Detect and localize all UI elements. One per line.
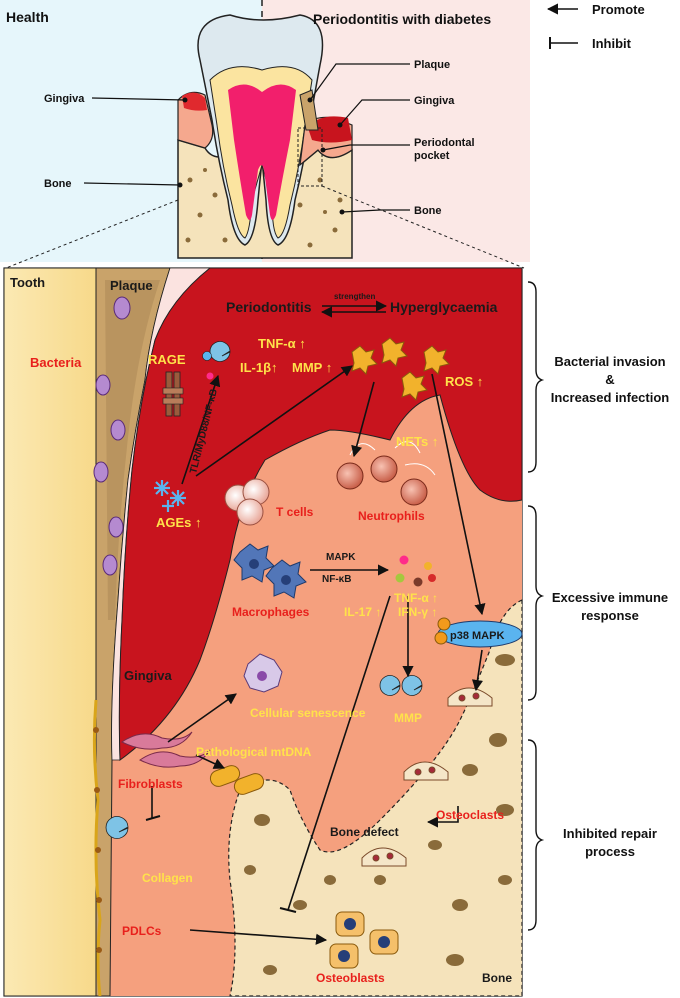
rage-label: RAGE bbox=[148, 352, 186, 367]
bacterium-icon bbox=[93, 461, 109, 483]
side-labels: Bacterial invasion & Increased infection… bbox=[551, 354, 670, 859]
side-s1-line3: Increased infection bbox=[551, 390, 670, 405]
top-plaque bbox=[299, 89, 319, 131]
rage-receptor-icon bbox=[162, 371, 184, 417]
osteoclasts-label: Osteoclasts bbox=[436, 808, 504, 822]
gingiva-left-label: Gingiva bbox=[44, 93, 85, 105]
periodontitis-label: Periodontitis bbox=[226, 299, 312, 315]
tooth-label: Tooth bbox=[10, 275, 45, 290]
top-pulp bbox=[228, 84, 296, 220]
fibroblasts-label: Fibroblasts bbox=[118, 777, 183, 791]
side-s2-line1: Excessive immune bbox=[552, 590, 668, 605]
bacterium-icon bbox=[108, 516, 124, 538]
periodontal-label-1: Periodontal bbox=[414, 137, 475, 149]
main-panel: Tooth Plaque Periodontitis strengthen Hy… bbox=[3, 267, 523, 997]
legend-inhibit: Inhibit bbox=[592, 36, 632, 51]
bacterium-icon bbox=[102, 554, 118, 576]
bone-trabeculae bbox=[244, 654, 515, 975]
hyperglycaemia-label: Hyperglycaemia bbox=[390, 299, 498, 315]
cytokine-dots bbox=[395, 555, 436, 587]
collagen-label: Collagen bbox=[142, 871, 193, 885]
gingiva-right-label: Gingiva bbox=[414, 95, 455, 107]
tcells-label: T cells bbox=[276, 505, 314, 519]
il1-label: IL-1β↑ bbox=[240, 360, 278, 375]
bacteria-icons bbox=[93, 296, 131, 576]
mmp-icon bbox=[379, 675, 423, 696]
bone-defect-label: Bone defect bbox=[330, 825, 399, 839]
neutrophils-label: Neutrophils bbox=[358, 509, 425, 523]
p38-mapk-icon bbox=[434, 617, 523, 648]
pdlcs-label: PDLCs bbox=[122, 924, 162, 938]
mapk-label: MAPK bbox=[326, 552, 356, 563]
tnf2-label: TNF-α ↑ bbox=[394, 591, 438, 605]
fibroblasts-icon bbox=[121, 731, 211, 768]
disease-label: Periodontitis with diabetes bbox=[313, 11, 491, 27]
collagen-icon bbox=[105, 816, 129, 839]
tnf-label: TNF-α ↑ bbox=[258, 336, 306, 351]
mmp-top-label: MMP ↑ bbox=[292, 360, 332, 375]
t-cells-icon bbox=[224, 478, 270, 526]
ages-icons bbox=[154, 480, 186, 512]
zoom-lines bbox=[5, 185, 525, 269]
legend-promote: Promote bbox=[592, 2, 645, 17]
arrows bbox=[145, 300, 486, 945]
ifn-label: IFN-γ ↑ bbox=[398, 605, 437, 619]
side-s3-line2: process bbox=[585, 844, 635, 859]
bacterium-icon bbox=[95, 374, 111, 396]
bacterium-icon bbox=[110, 419, 126, 441]
side-s1-line2: & bbox=[605, 372, 614, 387]
p38-label: p38 MAPK bbox=[450, 630, 504, 642]
ros-label: ROS ↑ bbox=[445, 374, 483, 389]
mmp2-label: MMP bbox=[394, 711, 422, 725]
side-s2-line2: response bbox=[581, 608, 639, 623]
bone-main-label: Bone bbox=[482, 971, 512, 985]
strengthen-label: strengthen bbox=[334, 292, 375, 301]
mmp-top-icon bbox=[209, 341, 231, 362]
health-label: Health bbox=[6, 9, 49, 25]
side-s1-line1: Bacterial invasion bbox=[554, 354, 665, 369]
periodontal-label-2: pocket bbox=[414, 150, 450, 162]
nets-label: NETs ↑ bbox=[396, 434, 438, 449]
neutrophils-icon bbox=[336, 441, 436, 506]
mitochondria-icon bbox=[209, 765, 265, 795]
legend: Promote Inhibit bbox=[546, 2, 645, 51]
il17-label: IL-17 ↑ bbox=[344, 605, 381, 619]
plaque-main-label: Plaque bbox=[110, 278, 153, 293]
bacterium-icon bbox=[113, 296, 131, 320]
tooth-strip bbox=[3, 267, 97, 997]
top-gingiva-left-edge bbox=[182, 92, 207, 111]
activated-cells-icons bbox=[351, 337, 450, 401]
nfkb-label: NF-κB bbox=[322, 574, 351, 585]
osteoblasts-label: Osteoblasts bbox=[316, 971, 385, 985]
macrophages-icon bbox=[233, 543, 307, 599]
ages-label: AGEs ↑ bbox=[156, 515, 202, 530]
bone-left-label: Bone bbox=[44, 178, 72, 190]
macrophages-label: Macrophages bbox=[232, 605, 310, 619]
mtdna-label: Pathological mtDNA bbox=[196, 745, 312, 759]
osteoblasts-icon bbox=[329, 911, 399, 969]
senescence-label: Cellular senescence bbox=[250, 706, 366, 720]
plaque-label: Plaque bbox=[414, 59, 450, 71]
bacteria-label: Bacteria bbox=[30, 355, 82, 370]
top-bone-dots bbox=[185, 168, 343, 248]
bone-right-label: Bone bbox=[414, 205, 442, 217]
side-s3-line1: Inhibited repair bbox=[563, 826, 657, 841]
top-panel: Health Periodontitis with diabetes Gingi… bbox=[0, 0, 530, 262]
side-brackets bbox=[527, 281, 545, 931]
gingiva-main-label: Gingiva bbox=[124, 668, 172, 683]
